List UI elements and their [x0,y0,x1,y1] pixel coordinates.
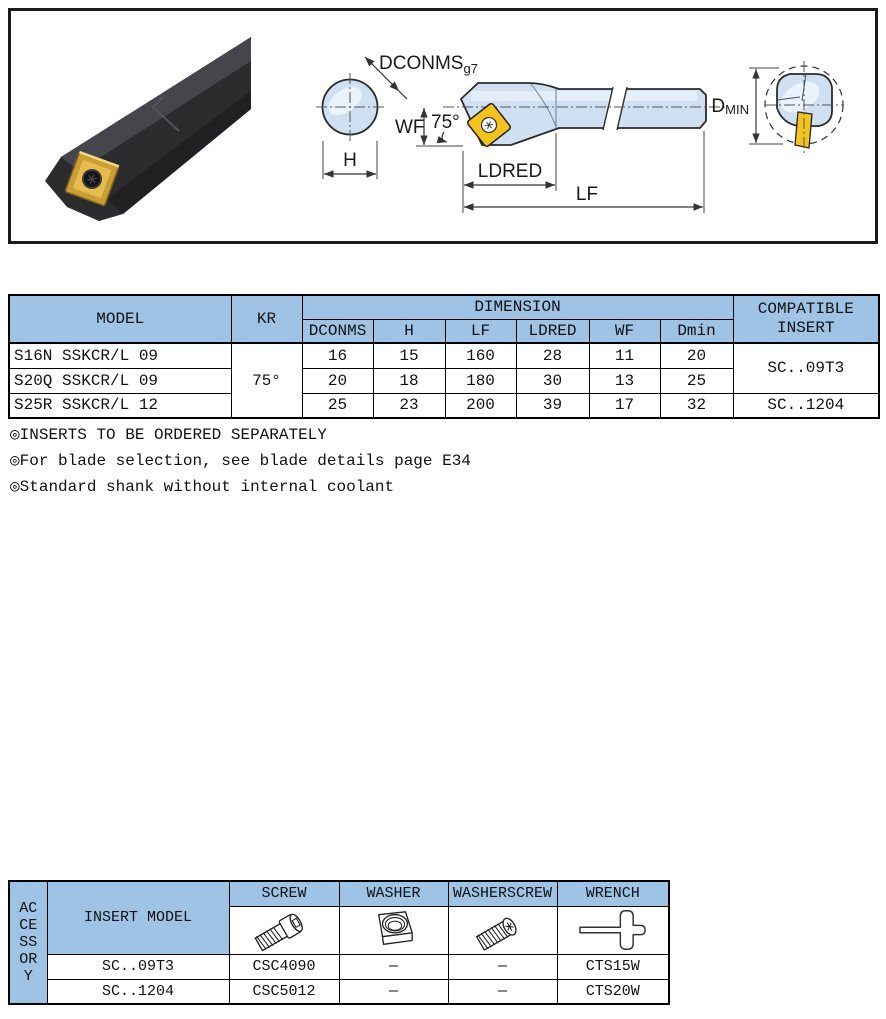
dimension-table: MODEL KR DIMENSION COMPATIBLE INSERT DCO… [8,294,881,419]
column-header-dconms: DCONMS [301,318,374,344]
table-row: S20Q SSKCR/L 09 20 18 180 30 13 25 [8,367,879,394]
table-row: SC..1204 CSC5012 — — CTS20W [9,978,670,1005]
column-header-dimension: DIMENSION [301,294,734,320]
value-cell: 17 [588,392,661,419]
value-cell: 20 [301,367,374,394]
column-header-kr: KR [230,294,303,344]
wrench-icon [579,910,646,950]
side-view: WF 75° LDRED LF [395,82,727,213]
value-cell: 18 [372,367,446,394]
value-cell: 25 [659,367,734,394]
value-cell: 30 [515,367,590,394]
column-header-dmin: Dmin [659,318,734,344]
label-ldred: LDRED [478,161,542,182]
washer-icon-cell [338,905,449,955]
insert-model-cell: SC..1204 [46,978,230,1005]
gold-insert-photo [64,150,120,207]
value-cell: 16 [301,342,374,369]
column-header-lf: LF [444,318,517,344]
screw-cell: CSC4090 [228,953,340,980]
wrench-cell: CTS20W [556,978,670,1005]
column-header-washerscrew: WASHERSCREW [447,880,558,907]
notes-block: ◎INSERTS TO BE ORDERED SEPARATELY ◎For b… [10,422,471,500]
compatible-insert-cell: SC..1204 [732,392,880,419]
end-view: DMIN [711,61,844,153]
value-cell: 23 [372,392,446,419]
table-row: S25R SSKCR/L 12 25 23 200 39 17 32 SC..1… [8,392,880,419]
washerscrew-icon-cell [447,905,558,955]
value-cell: 39 [515,392,590,419]
kr-value-cell: 75° [230,342,303,419]
value-cell: 200 [444,392,517,419]
value-cell: 15 [372,342,446,369]
compatible-insert-cell: SC..09T3 [732,342,880,394]
washer-cell: — [338,978,449,1005]
technical-drawing: DCONMSg7 H [45,37,844,221]
accessory-row-header: ACCESSORY [8,880,48,1005]
value-cell: 11 [588,342,661,369]
product-illustration-panel: DCONMSg7 H [8,8,878,244]
gold-insert-drawing [467,103,511,147]
washer-cell: — [338,953,449,980]
washer-icon [377,911,413,946]
note-line: ◎For blade selection, see blade details … [10,452,471,470]
wrench-cell: CTS15W [556,953,670,980]
column-header-h: H [372,318,446,344]
label-dconms: DCONMSg7 [379,53,478,76]
screw-icon-cell [228,905,340,955]
tool-photo [45,37,251,221]
label-h: H [343,150,357,171]
model-cell: S16N SSKCR/L 09 [8,342,232,369]
screw-icon [254,913,303,952]
washerscrew-cell: — [447,953,558,980]
column-header-ldred: LDRED [515,318,590,344]
value-cell: 20 [659,342,734,369]
value-cell: 25 [301,392,374,419]
table-row: SC..09T3 CSC4090 — — CTS15W [9,953,670,980]
column-header-wrench: WRENCH [556,880,670,907]
label-lf: LF [576,184,598,205]
value-cell: 160 [444,342,517,369]
label-angle: 75° [431,112,460,133]
label-wf: WF [395,117,425,138]
table-row: S16N SSKCR/L 09 75° 16 15 160 28 11 20 S… [8,342,880,419]
model-cell: S25R SSKCR/L 12 [8,392,232,419]
accessory-table: ACCESSORY INSERT MODEL SCREW WASHER WASH… [8,880,670,1005]
value-cell: 32 [659,392,734,419]
column-header-insert-model: INSERT MODEL [46,880,230,955]
column-header-compatible-insert: COMPATIBLE INSERT [732,294,880,344]
note-line: ◎Standard shank without internal coolant [10,478,395,496]
model-cell: S20Q SSKCR/L 09 [8,367,232,394]
column-header-model: MODEL [8,294,232,344]
label-dmin: DMIN [711,96,749,117]
column-header-screw: SCREW [228,880,340,907]
value-cell: 180 [444,367,517,394]
column-header-wf: WF [588,318,661,344]
cross-section-view: DCONMSg7 H [316,53,478,179]
wrench-icon-cell [556,905,670,955]
value-cell: 28 [515,342,590,369]
washerscrew-cell: — [447,978,558,1005]
note-line: ◎INSERTS TO BE ORDERED SEPARATELY [10,426,327,444]
column-header-washer: WASHER [338,880,449,907]
washerscrew-icon [475,917,517,951]
screw-cell: CSC5012 [228,978,340,1005]
value-cell: 13 [588,367,661,394]
insert-model-cell: SC..09T3 [46,953,230,980]
